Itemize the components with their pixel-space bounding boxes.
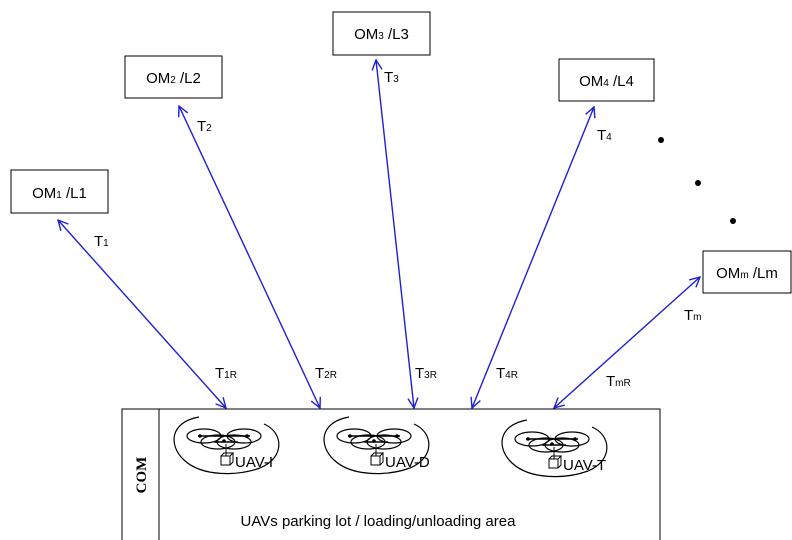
link-arrow-m — [554, 277, 700, 408]
drone-icon — [514, 431, 590, 459]
drone-icon — [186, 428, 262, 456]
ellipsis-dot — [730, 218, 736, 224]
uav-label: UAV-T — [563, 457, 606, 474]
om-node-m: OMm /Lm — [702, 250, 792, 294]
om-node-3: OM3 /L3 — [332, 11, 431, 56]
link-label-t3: T3 — [384, 69, 399, 86]
package-icon — [370, 452, 385, 466]
link-arrow-1 — [58, 220, 226, 408]
uav-t: UAV-T — [501, 419, 608, 478]
om-node-4-label: OM4 /L4 — [579, 73, 634, 90]
package-icon — [220, 452, 235, 466]
om-node-2-label: OM2 /L2 — [146, 70, 201, 87]
link-label-t2r: T2R — [315, 365, 337, 382]
ellipsis-dot — [658, 137, 664, 143]
om-node-1-label: OM1 /L1 — [32, 185, 87, 202]
uav-i: UAV-I — [173, 416, 280, 475]
om-node-4: OM4 /L4 — [558, 58, 655, 102]
link-label-t3r: T3R — [415, 365, 437, 382]
uav-d: UAV-D — [323, 416, 430, 475]
link-label-t4: T4 — [597, 127, 612, 144]
link-label-tm: Tm — [684, 307, 702, 324]
om-node-2: OM2 /L2 — [124, 55, 223, 99]
uav-orbit-icon — [173, 416, 280, 475]
link-arrow-3 — [376, 60, 414, 408]
uav-orbit-icon — [323, 416, 430, 475]
uav-label: UAV-D — [385, 454, 430, 471]
package-icon — [548, 455, 563, 469]
com-label: COM — [134, 457, 150, 494]
link-label-t1r: T1R — [215, 365, 237, 382]
link-label-t4r: T4R — [496, 365, 518, 382]
om-node-m-label: OMm /Lm — [716, 265, 778, 282]
uav-label: UAV-I — [235, 454, 273, 471]
base-area: COM UAVs parking lot / loading/unloading… — [121, 408, 661, 540]
ellipsis-dot — [695, 180, 701, 186]
link-label-t1: T1 — [94, 233, 109, 250]
link-arrow-2 — [179, 106, 320, 408]
om-node-1: OM1 /L1 — [10, 169, 109, 214]
om-node-3-label: OM3 /L3 — [354, 26, 409, 43]
drone-icon — [336, 428, 412, 456]
link-label-t2: T2 — [197, 118, 212, 135]
base-caption: UAVs parking lot / loading/unloading are… — [241, 513, 517, 530]
link-arrow-4 — [472, 107, 594, 408]
link-label-tmr: TmR — [606, 373, 631, 390]
uav-orbit-icon — [501, 419, 608, 478]
